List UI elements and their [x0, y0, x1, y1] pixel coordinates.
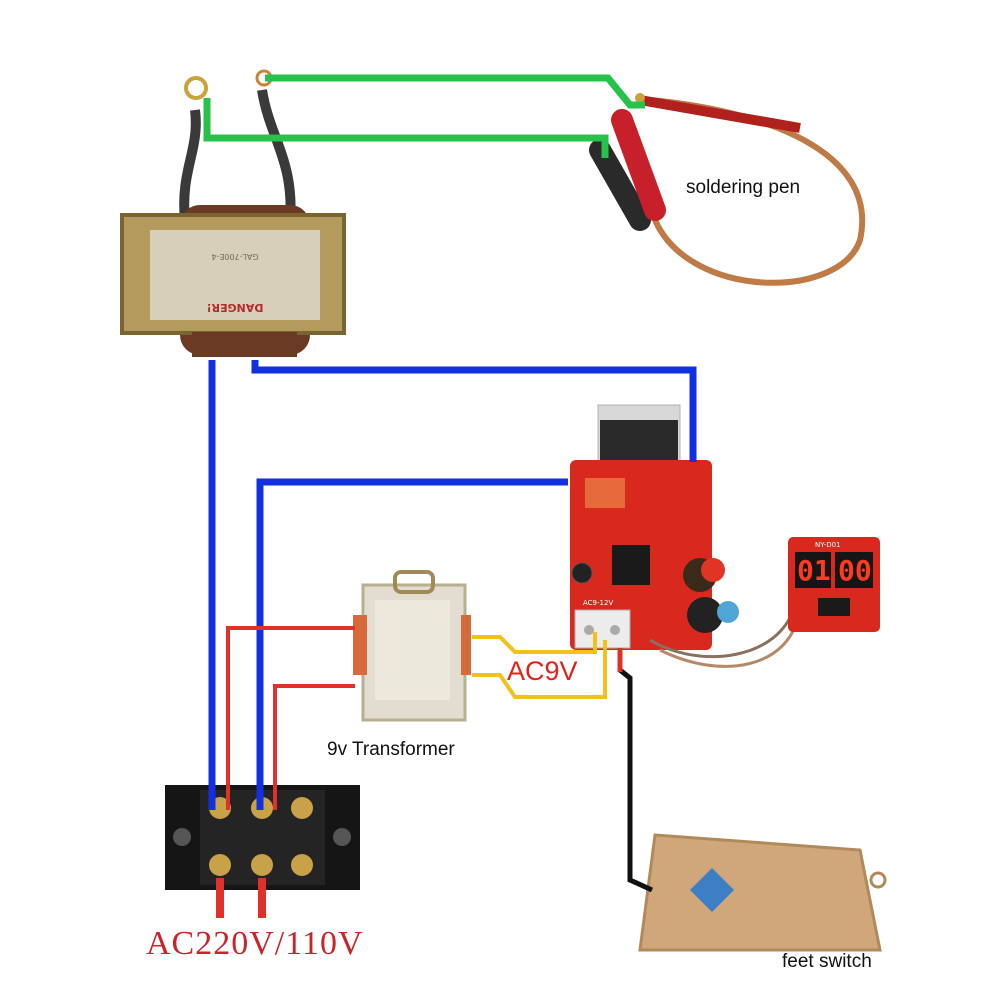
- small-transformer: [353, 570, 471, 722]
- label-ac-input: AC220V/110V: [146, 925, 364, 962]
- capacitor: [571, 562, 593, 584]
- yellow-wire-lower: [472, 640, 607, 699]
- display-driver-chip: [818, 598, 850, 616]
- relay: [585, 478, 625, 508]
- transformer-nameplate: [150, 230, 320, 320]
- label-soldering-pen: soldering pen: [686, 177, 801, 198]
- transformer-lead-right: [257, 89, 296, 226]
- blue-wire-to-board-side: [256, 478, 568, 810]
- small-transformer-right-leads: [461, 615, 471, 675]
- pen-tip: [635, 93, 645, 103]
- board-terminals: [574, 609, 631, 649]
- transformer-bottom-coil: [192, 332, 297, 357]
- terminal-screw-2: [610, 625, 620, 635]
- display-left-window: [795, 552, 831, 588]
- small-transformer-bracket: [393, 570, 435, 594]
- nameplate-text: GAL-700E-4: [211, 252, 258, 261]
- display-left-digits: 01: [797, 554, 831, 587]
- nameplate-warning: DANGER!: [207, 301, 264, 314]
- pedal-body: [638, 833, 882, 952]
- green-wire-upper: [265, 74, 645, 109]
- pedal-wire-black: [617, 650, 654, 893]
- small-transformer-left-leads: [353, 615, 367, 675]
- main-transformer: DANGER! GAL-700E-4: [120, 69, 346, 357]
- yellow-wire-upper: [472, 632, 597, 654]
- pen-red-handle: [611, 109, 666, 221]
- pedal-hinge: [869, 871, 887, 889]
- transformer-lead-left: [179, 109, 201, 221]
- knob-blue[interactable]: [717, 601, 739, 623]
- knob-red[interactable]: [701, 558, 725, 582]
- microcontroller: [612, 545, 650, 585]
- display-model: NY-D01: [815, 541, 841, 549]
- control-board: AC9-12V: [570, 404, 802, 668]
- ring-lug-left: [184, 76, 208, 100]
- pen-red-sleeve: [639, 95, 801, 133]
- board-label: AC9-12V: [583, 599, 613, 607]
- label-feet-switch: feet switch: [782, 951, 872, 972]
- display-right-window: [835, 552, 873, 588]
- foot-pedal: [638, 833, 887, 952]
- label-9v-transformer: 9v Transformer: [327, 739, 455, 760]
- ribbon-wire-1: [649, 604, 797, 659]
- pen-black-handle: [589, 139, 651, 231]
- display-right-digits: 00: [838, 554, 872, 587]
- red-wire-lower: [273, 684, 355, 810]
- soldering-pen: [589, 93, 866, 286]
- display-board: NY-D01: [788, 537, 880, 632]
- label-ac9v: AC9V: [507, 656, 578, 686]
- red-wire-upper: [226, 626, 355, 810]
- terminal-screw-1: [584, 625, 594, 635]
- knob-blue-base: [687, 597, 723, 633]
- small-transformer-label: [375, 600, 450, 700]
- green-wire-lower: [203, 98, 609, 158]
- pedal-logo: [690, 868, 734, 912]
- blue-wire-to-board-top: [251, 360, 697, 462]
